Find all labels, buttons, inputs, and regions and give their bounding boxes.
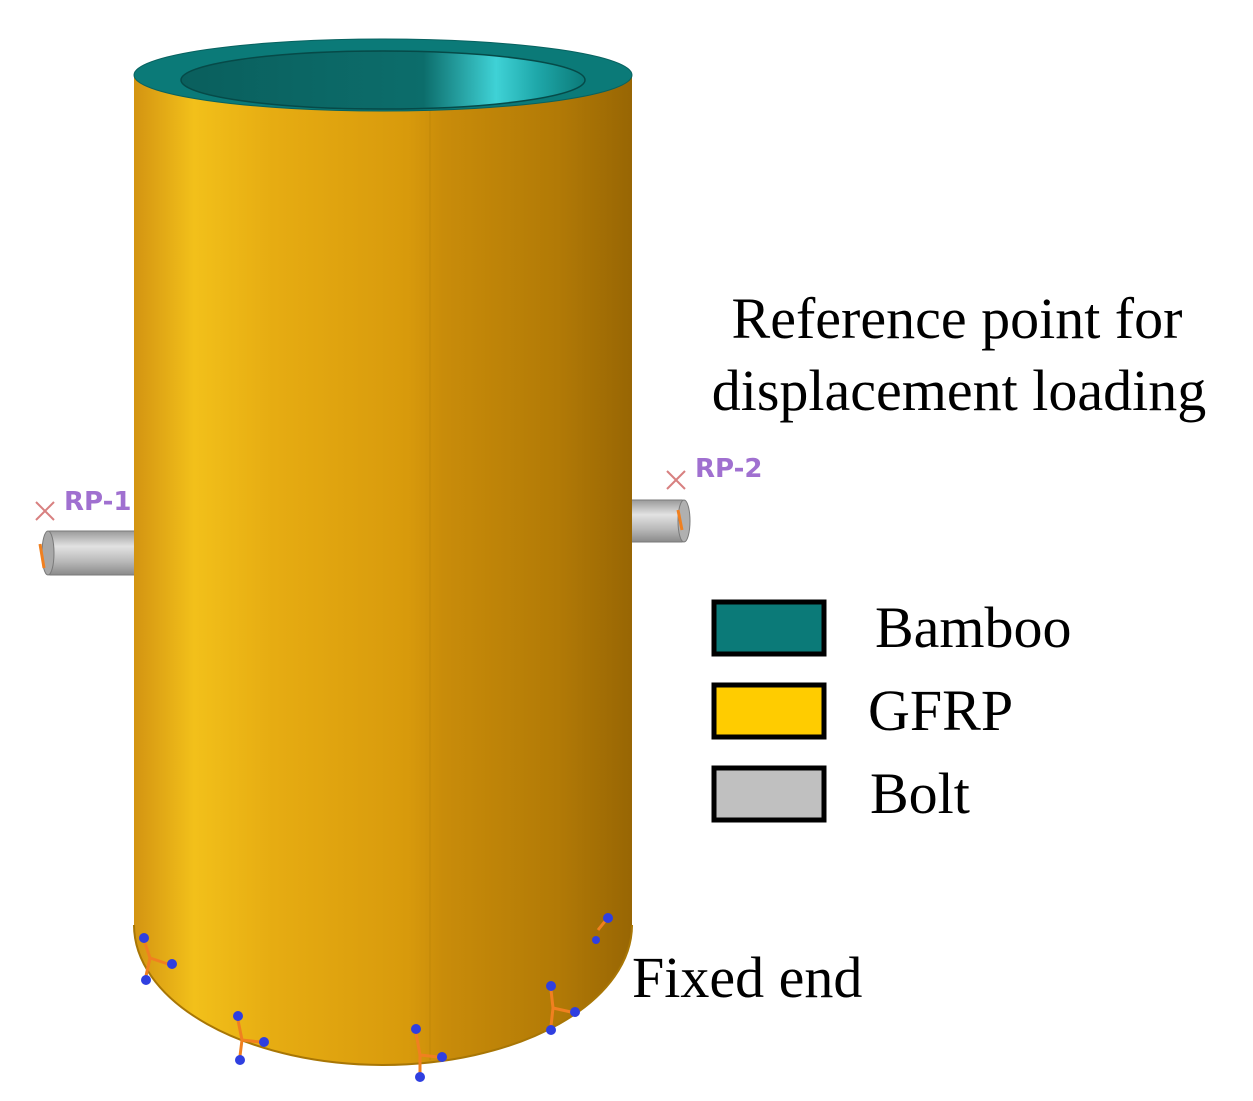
encastre-constraint-icon <box>411 1024 447 1082</box>
legend-swatch-bamboo <box>711 599 827 657</box>
legend: Bamboo GFRP Bolt <box>711 595 1072 826</box>
encastre-constraint-icon <box>139 933 177 985</box>
legend-swatch-gfrp <box>711 682 827 740</box>
bamboo-tube-top <box>133 38 633 112</box>
legend-item-bolt: Bolt <box>711 761 970 826</box>
legend-label-bamboo: Bamboo <box>875 595 1072 660</box>
fixed-end-constraints <box>139 913 613 1082</box>
reference-point-rp1: RP-1 <box>35 487 132 521</box>
encastre-constraint-icon <box>233 1011 269 1065</box>
encastre-constraint-icon <box>546 981 580 1035</box>
reference-point-annotation-line2: displacement loading <box>712 358 1206 423</box>
reference-point-rp2: RP-2 <box>666 454 763 490</box>
reference-point-annotation-line1: Reference point for <box>732 286 1183 351</box>
legend-label-gfrp: GFRP <box>868 678 1013 743</box>
legend-label-bolt: Bolt <box>870 761 970 826</box>
cross-marker-icon <box>666 470 686 490</box>
cross-marker-icon <box>35 501 55 521</box>
legend-item-bamboo: Bamboo <box>711 595 1072 660</box>
rp2-label: RP-2 <box>695 454 763 484</box>
legend-swatch-bolt <box>711 765 827 823</box>
gfrp-cylinder <box>133 75 633 1066</box>
legend-item-gfrp: GFRP <box>711 678 1013 743</box>
bolt-left <box>38 530 151 576</box>
encastre-constraint-icon <box>592 913 613 944</box>
rp1-label: RP-1 <box>64 487 132 517</box>
fixed-end-annotation: Fixed end <box>632 945 862 1010</box>
